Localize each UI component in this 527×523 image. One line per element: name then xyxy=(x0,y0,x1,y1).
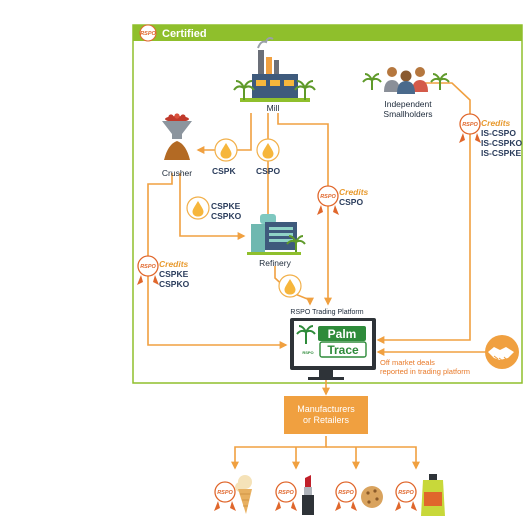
platform-label: RSPO Trading Platform xyxy=(290,309,364,316)
mill-label: Mill xyxy=(266,103,280,113)
product-badges: RSPO RSPO RSPO RSPO xyxy=(214,481,417,511)
to-product-icecream-line xyxy=(231,436,327,470)
smallholders-to-platform-line xyxy=(376,82,471,344)
svg-text:RSPO: RSPO xyxy=(302,350,313,355)
crusher-credits-line xyxy=(147,173,288,349)
refinery-icon xyxy=(247,214,306,255)
svg-text:RSPO: RSPO xyxy=(338,490,354,496)
svg-text:RSPO: RSPO xyxy=(278,490,294,496)
svg-text:RSPO: RSPO xyxy=(140,31,156,37)
svg-text:RSPO: RSPO xyxy=(398,490,414,496)
detergent-icon xyxy=(421,474,445,516)
smallholders-icon xyxy=(362,67,450,94)
crusher-label: Crusher xyxy=(161,168,193,178)
svg-text:RSPO: RSPO xyxy=(140,264,156,270)
manufacturers-label: Manufacturers or Retailers xyxy=(297,404,355,425)
mill-credits-line xyxy=(277,113,332,306)
svg-text:RSPO: RSPO xyxy=(462,122,478,128)
crusher-credits-rspo-badge: RSPO xyxy=(137,255,159,285)
lipstick-rspo-badge: RSPO xyxy=(275,481,297,511)
refinery-drop-icon xyxy=(278,274,302,298)
lipstick-icon xyxy=(302,475,314,515)
crusher-credits-label: Credits xyxy=(159,259,189,269)
icecream-icon xyxy=(235,475,252,514)
cspo-label: CSPO xyxy=(256,166,281,176)
handshake-icon xyxy=(485,335,519,369)
crusher-to-refinery-line xyxy=(179,173,246,240)
mill-credits-cspo: CSPO xyxy=(339,197,364,207)
cspk-label: CSPK xyxy=(212,166,236,176)
smallholders-credits-label: Credits xyxy=(481,118,511,128)
smallholders-credits-rspo-badge: RSPO xyxy=(459,113,481,143)
offmarket-label: Off market deals reported in trading pla… xyxy=(380,358,471,376)
mill-credits-rspo-badge: RSPO xyxy=(317,185,339,215)
crusher-credits-values: CSPKE CSPKO xyxy=(159,269,190,289)
cspo-drop-icon xyxy=(256,138,280,162)
trading-platform-monitor: Palm Trace RSPO xyxy=(290,318,376,380)
svg-text:Trace: Trace xyxy=(327,343,359,357)
smallholders-label: Independent Smallholders xyxy=(383,99,433,119)
cookie-icon xyxy=(361,486,383,508)
smallholders-credits-values: IS-CSPO IS-CSPKO IS-CSPKE xyxy=(481,128,523,158)
cookie-rspo-badge: RSPO xyxy=(335,481,357,511)
palmtrace-logo-trace xyxy=(319,341,367,358)
detergent-rspo-badge: RSPO xyxy=(395,481,417,511)
svg-text:Palm: Palm xyxy=(328,327,357,341)
svg-text:RSPO: RSPO xyxy=(320,194,336,200)
svg-text:RSPO: RSPO xyxy=(217,490,233,496)
certified-rspo-badge: RSPO xyxy=(139,24,157,42)
cspke-cspko-drop-icon xyxy=(186,196,210,220)
refinery-label: Refinery xyxy=(259,258,291,268)
certified-title: Certified xyxy=(162,28,207,40)
cspke-cspko-label: CSPKE CSPKO xyxy=(211,201,242,221)
icecream-rspo-badge: RSPO xyxy=(214,481,236,511)
mill-credits-label: Credits xyxy=(339,187,369,197)
cspk-drop-icon xyxy=(214,138,238,162)
crusher-icon xyxy=(162,113,192,160)
manufacturers-box xyxy=(284,396,368,434)
palmtrace-logo-palm xyxy=(318,326,366,341)
mill-icon xyxy=(233,37,316,102)
certified-header-bar xyxy=(133,25,522,41)
